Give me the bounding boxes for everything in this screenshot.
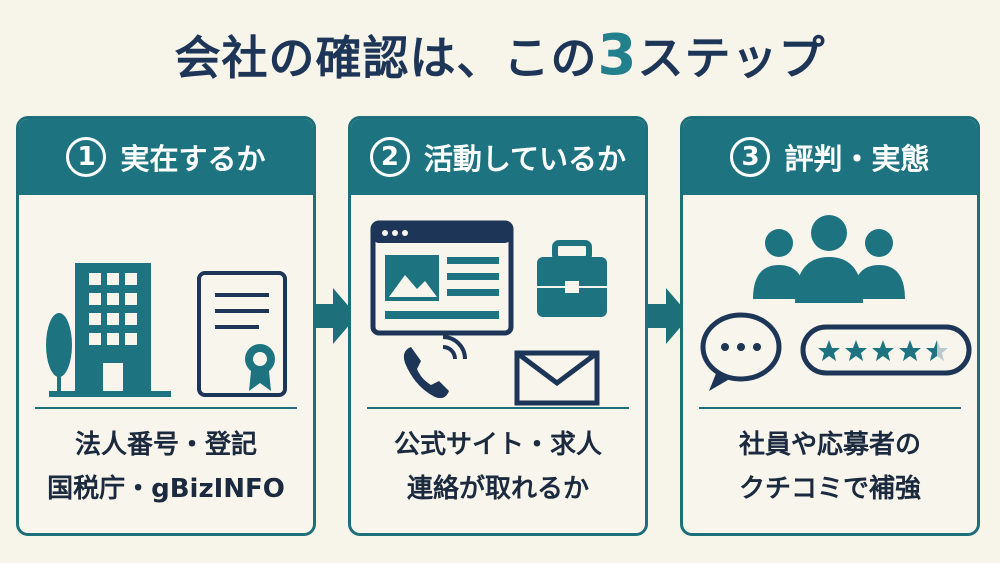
step-header-2: 2 活動しているか	[351, 119, 645, 195]
step-description-2: 公式サイト・求人 連絡が取れるか	[351, 423, 645, 511]
card-divider	[367, 407, 629, 409]
step-description-3: 社員や応募者の クチコミで補強	[683, 423, 977, 511]
step-2-line-1: 公式サイト・求人	[393, 430, 602, 460]
step-number-3: 3	[730, 137, 771, 177]
website-icon	[370, 220, 514, 336]
step-3-line-2: クチコミで補強	[738, 474, 921, 504]
phone-icon	[403, 335, 467, 399]
card-divider	[699, 407, 961, 409]
step-illustration-2	[370, 220, 607, 406]
title-number: 3	[597, 23, 638, 88]
tree-icon	[46, 313, 72, 393]
step-card-1: 1 実在するか 法人番号・登記 国税庁・gBizINFO	[16, 116, 316, 536]
people-icon	[753, 215, 905, 303]
step-1-line-1: 法人番号・登記	[74, 430, 257, 460]
step-number-1: 1	[66, 137, 107, 177]
briefcase-icon	[537, 240, 607, 317]
step-heading-2: 活動しているか	[423, 142, 627, 176]
step-2-line-2: 連絡が取れるか	[406, 474, 589, 504]
page-title: 会社の確認は、この3ステップ	[0, 22, 1000, 88]
step-illustration-3	[700, 215, 972, 391]
card-divider	[35, 407, 297, 409]
step-3-line-1: 社員や応募者の	[738, 430, 921, 460]
chat-bubble-icon	[700, 312, 782, 391]
arrow-right-icon	[313, 288, 357, 344]
title-prefix: 会社の確認は、この	[174, 31, 598, 85]
mail-icon	[514, 350, 600, 406]
title-suffix: ステップ	[637, 31, 826, 85]
building-icon	[49, 263, 171, 397]
step-header-3: 3 評判・実態	[683, 119, 977, 195]
certificate-icon	[197, 271, 287, 397]
step-number-2: 2	[369, 137, 410, 177]
step-heading-1: 実在するか	[120, 142, 266, 176]
step-illustration-1	[46, 263, 287, 397]
step-heading-3: 評判・実態	[784, 142, 930, 176]
arrow-right-icon	[646, 288, 690, 344]
step-1-line-2: 国税庁・gBizINFO	[47, 474, 285, 504]
step-card-2: 2 活動しているか 公	[348, 116, 648, 536]
star-rating-icon	[800, 324, 972, 376]
step-card-3: 3 評判・実態 社員や応募者の クチコミで補強	[680, 116, 980, 536]
step-header-1: 1 実在するか	[19, 119, 313, 195]
step-description-1: 法人番号・登記 国税庁・gBizINFO	[19, 423, 313, 511]
